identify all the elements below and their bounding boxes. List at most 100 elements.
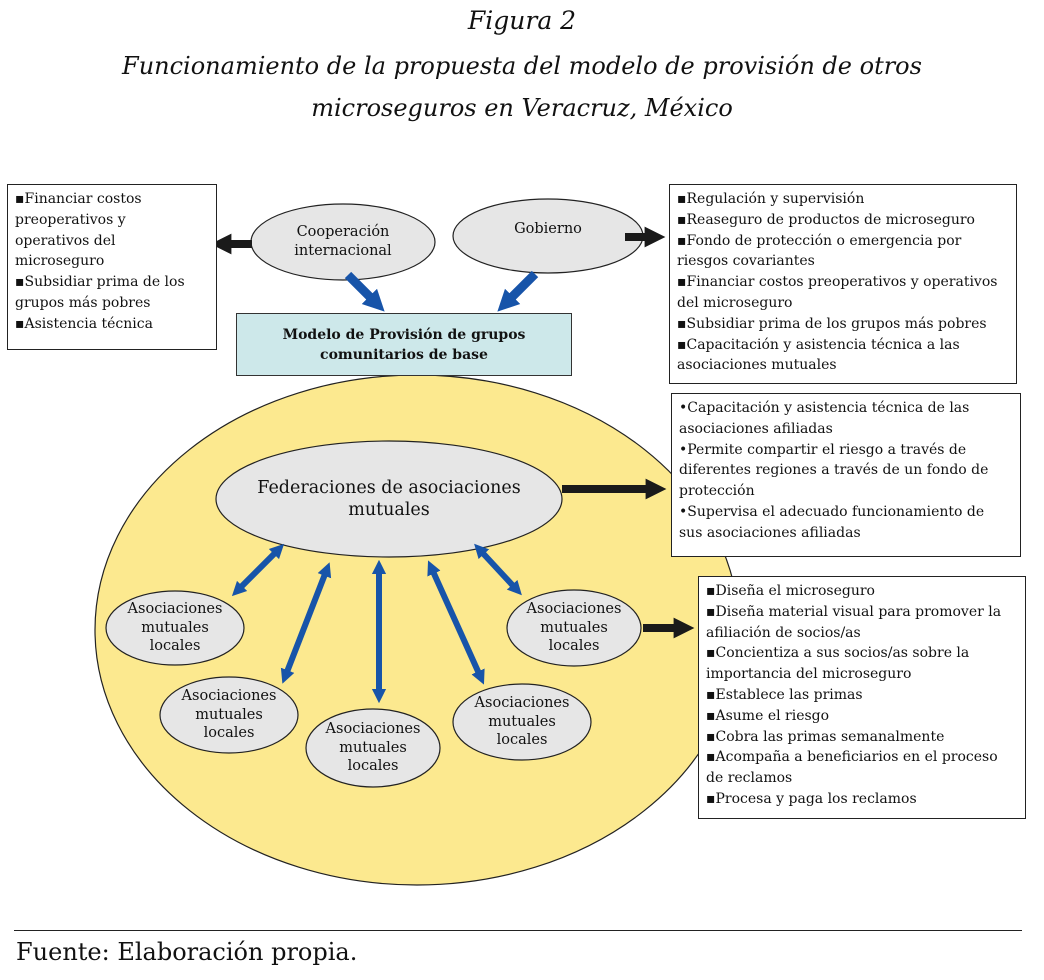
square-bullet-icon: ▪	[706, 749, 716, 766]
asociaciones-action-8-text: Procesa y paga los reclamos	[715, 790, 917, 807]
square-bullet-icon: ▪	[706, 728, 716, 745]
gobierno-action-1: ▪Regulación y supervisión	[677, 189, 1009, 210]
arrow-fed-asoc-1	[231, 543, 285, 597]
square-bullet-icon: ▪	[15, 315, 25, 332]
cooperacion-action-3-text: Asistencia técnica	[24, 315, 153, 332]
square-bullet-icon: ▪	[706, 583, 716, 599]
asociacion-node-1	[105, 590, 245, 666]
federaciones-action-1: •Capacitación y asistencia técnica de la…	[679, 398, 1013, 419]
federaciones-action-3-text: Supervisa el adecuado funcionamiento de	[687, 503, 985, 520]
modelo-label-line-2: comunitarios de base	[320, 346, 488, 363]
asociaciones-action-5: ▪Asume el riesgo	[706, 706, 1018, 727]
asociaciones-action-1: ▪Diseña el microseguro	[706, 581, 1018, 602]
federaciones-action-3: •Supervisa el adecuado funcionamiento de	[679, 502, 1013, 523]
square-bullet-icon: ▪	[15, 191, 25, 207]
asociaciones-action-3-cont: importancia del microseguro	[706, 666, 912, 683]
gobierno-action-1-text: Regulación y supervisión	[686, 191, 865, 207]
asociacion-5-line-1: Asociaciones	[526, 601, 622, 618]
federaciones-action-1-cont: asociaciones afiliadas	[679, 420, 833, 437]
square-bullet-icon: ▪	[677, 315, 687, 332]
gobierno-action-3: ▪Fondo de protección o emergencia por	[677, 231, 1009, 252]
dot-bullet-icon: •	[679, 503, 688, 520]
arrow-fed-asoc-2	[280, 562, 332, 684]
cooperacion-action-1: ▪Financiar costos	[15, 189, 209, 210]
cooperacion-action-1-cont-2: operativos del	[15, 232, 116, 249]
gobierno-action-5-text: Subsidiar prima de los grupos más pobres	[686, 315, 987, 332]
asociacion-3-line-1: Asociaciones	[325, 721, 421, 738]
asociaciones-action-6-text: Cobra las primas semanalmente	[715, 728, 945, 745]
square-bullet-icon: ▪	[677, 232, 687, 249]
source-divider	[14, 930, 1022, 931]
asociacion-1-line-2: mutuales	[141, 619, 209, 636]
asociacion-node-2	[159, 676, 299, 754]
federaciones-label-line-2: mutuales	[348, 500, 430, 520]
modelo-provision-box: Modelo de Provisión de grupos comunitari…	[236, 313, 572, 376]
gobierno-action-3-text: Fondo de protección o emergencia por	[686, 232, 962, 249]
asociaciones-action-8: ▪Procesa y paga los reclamos	[706, 789, 1018, 810]
asociacion-2-line-1: Asociaciones	[181, 688, 277, 705]
figure-number: Figura 2	[467, 6, 577, 35]
modelo-label-line-1: Modelo de Provisión de grupos	[282, 326, 526, 343]
gobierno-action-6: ▪Capacitación y asistencia técnica a las	[677, 335, 1009, 356]
gobierno-action-5: ▪Subsidiar prima de los grupos más pobre…	[677, 314, 1009, 335]
asociaciones-action-2-cont: afiliación de socios/as	[706, 624, 861, 641]
federaciones-action-2: •Permite compartir el riesgo a través de	[679, 440, 1013, 461]
federaciones-label-line-1: Federaciones de asociaciones	[257, 477, 521, 498]
gobierno-action-4: ▪Financiar costos preoperativos y operat…	[677, 272, 1009, 293]
square-bullet-icon: ▪	[677, 191, 687, 207]
asociacion-node-5	[506, 589, 642, 667]
asociacion-3-line-3: locales	[347, 758, 399, 775]
asociacion-1-line-1: Asociaciones	[127, 601, 223, 618]
asociacion-3-line-2: mutuales	[339, 739, 407, 756]
gobierno-actions-box: ▪Regulación y supervisión ▪Reaseguro de …	[669, 184, 1017, 384]
square-bullet-icon: ▪	[706, 686, 716, 703]
gobierno-action-6-cont: asociaciones mutuales	[677, 357, 837, 374]
cooperacion-action-1-cont-1: preoperativos y	[15, 211, 126, 228]
square-bullet-icon: ▪	[15, 274, 25, 291]
square-bullet-icon: ▪	[706, 707, 716, 724]
asociaciones-action-1-text: Diseña el microseguro	[715, 583, 875, 599]
asociacion-4-line-3: locales	[496, 732, 548, 749]
gobierno-action-4-text: Financiar costos preoperativos y operati…	[686, 274, 998, 291]
arrow-fed-asoc-5	[474, 543, 522, 596]
square-bullet-icon: ▪	[677, 336, 687, 353]
cooperacion-label-line-2: internacional	[294, 243, 392, 259]
square-bullet-icon: ▪	[706, 645, 716, 662]
gobierno-label: Gobierno	[453, 214, 643, 244]
asociacion-node-3	[305, 708, 441, 788]
figure-title-line-1: Funcionamiento de la propuesta del model…	[122, 52, 922, 80]
asociaciones-action-3-text: Concientiza a sus socios/as sobre la	[715, 645, 970, 662]
federaciones-action-2-text: Permite compartir el riesgo a través de	[687, 441, 967, 458]
gobierno-action-2: ▪Reaseguro de productos de microseguro	[677, 210, 1009, 231]
square-bullet-icon: ▪	[706, 603, 716, 620]
federaciones-action-3-cont: sus asociaciones afiliadas	[679, 524, 861, 541]
gobierno-action-3-cont: riesgos covariantes	[677, 253, 815, 270]
asociacion-5-line-3: locales	[548, 638, 600, 655]
cooperacion-action-2-text: Subsidiar prima de los	[24, 274, 185, 291]
asociacion-5-line-2: mutuales	[540, 619, 608, 636]
cooperacion-label-line-1: Cooperación	[296, 224, 390, 241]
federaciones-action-1-text: Capacitación y asistencia técnica de las	[687, 400, 970, 416]
cooperacion-action-1-cont-3: microseguro	[15, 253, 105, 270]
asociaciones-actions-box: ▪Diseña el microseguro ▪Diseña material …	[698, 576, 1026, 819]
asociaciones-action-5-text: Asume el riesgo	[715, 707, 830, 724]
arrow-fed-asoc-4	[427, 560, 485, 685]
asociacion-1-line-3: locales	[149, 638, 201, 655]
cooperacion-action-2: ▪Subsidiar prima de los	[15, 272, 209, 293]
federaciones-action-2-cont-2: protección	[679, 483, 755, 500]
square-bullet-icon: ▪	[677, 211, 687, 228]
figure-source: Fuente: Elaboración propia.	[16, 938, 358, 966]
dot-bullet-icon: •	[679, 400, 688, 416]
square-bullet-icon: ▪	[706, 790, 716, 807]
asociaciones-action-2-text: Diseña material visual para promover la	[715, 603, 1002, 620]
federaciones-action-2-cont-1: diferentes regiones a través de un fondo…	[679, 462, 989, 479]
asociaciones-action-6: ▪Cobra las primas semanalmente	[706, 727, 1018, 748]
square-bullet-icon: ▪	[677, 274, 687, 291]
